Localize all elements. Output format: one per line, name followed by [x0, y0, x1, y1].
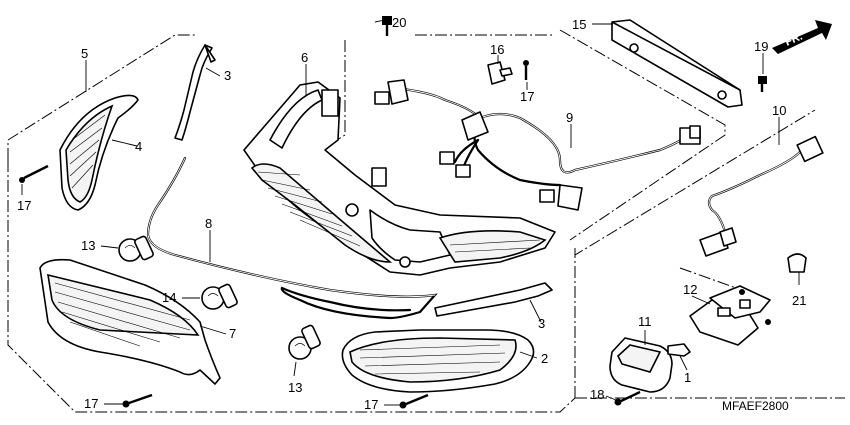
callout-12: 12 [683, 282, 697, 297]
callout-14: 14 [162, 290, 176, 305]
part-side-lens [59, 94, 139, 211]
callout-6: 6 [301, 50, 308, 65]
callout-3: 3 [224, 68, 231, 83]
callout-11: 11 [638, 314, 652, 329]
screw-18 [614, 390, 641, 406]
callout-4: 4 [135, 139, 142, 154]
callout-16: 16 [490, 42, 504, 57]
part-grommet [787, 253, 807, 273]
callout-15: 15 [572, 17, 586, 32]
screw-17-center-lower [399, 393, 429, 409]
part-tail-lens [341, 329, 535, 393]
assembly-boundary-license [575, 267, 845, 399]
part-harness-clip [487, 61, 513, 85]
part-bulb-lower [288, 324, 321, 360]
callout-3: 3 [538, 316, 545, 331]
direction-badge-text: FR. [783, 31, 804, 49]
part-main-housing [243, 81, 556, 276]
callout-10: 10 [772, 103, 786, 118]
part-small-bulb [667, 343, 691, 357]
callout-17: 17 [364, 397, 378, 412]
part-license-harness [699, 135, 824, 257]
callout-9: 9 [566, 110, 573, 125]
callout-5: 5 [81, 46, 88, 61]
bolt-20 [382, 16, 392, 36]
callout-2: 2 [541, 351, 548, 366]
callout-13: 13 [81, 238, 95, 253]
part-trim-strip-lower [434, 282, 553, 317]
callout-19: 19 [754, 39, 768, 54]
callout-8: 8 [205, 216, 212, 231]
callout-18: 18 [590, 387, 604, 402]
screw-17-left-lower [122, 393, 153, 408]
part-bulb-middle [201, 283, 238, 310]
part-trim-strip-upper [174, 44, 216, 141]
callout-13: 13 [288, 380, 302, 395]
assembly-boundary-main [7, 34, 816, 413]
part-bracket-stay [611, 19, 743, 108]
part-license-lens [609, 337, 673, 393]
bolt-19 [758, 76, 767, 92]
callout-17: 17 [17, 198, 31, 213]
screw-17-left-upper [19, 164, 49, 183]
callouts: 5 4 17 3 6 20 16 17 9 15 19 10 8 13 14 7… [17, 15, 806, 413]
callout-17: 17 [84, 396, 98, 411]
diagram-code: MFAEF2800 [722, 399, 789, 413]
callout-1: 1 [684, 370, 691, 385]
callout-7: 7 [229, 326, 236, 341]
part-license-base [689, 285, 771, 346]
callout-17: 17 [520, 89, 534, 104]
callout-20: 20 [392, 15, 406, 30]
part-left-lens [39, 258, 221, 385]
part-seal-wire [146, 156, 438, 320]
leader-lines [21, 19, 800, 406]
front-direction-arrow-icon: FR. [772, 20, 832, 54]
screws-12 [739, 289, 771, 325]
callout-21: 21 [792, 293, 806, 308]
part-bulb-upper [118, 235, 154, 262]
screw-17-harness [523, 60, 529, 80]
part-sub-harness [374, 79, 701, 211]
